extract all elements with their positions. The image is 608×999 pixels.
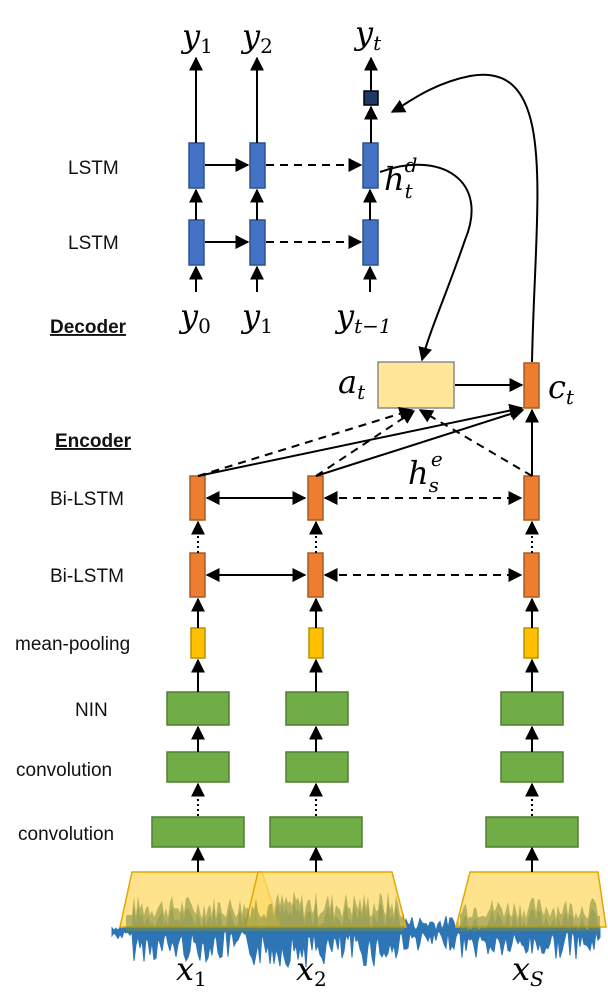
pool-block-3 [523, 627, 539, 659]
nin-block-1 [166, 691, 230, 726]
label-mean-pooling: mean-pooling [15, 634, 130, 655]
decoder-input-yt-1: yt−1 [334, 297, 392, 338]
label-bilstm-top: Bi-LSTM [50, 489, 124, 510]
bilstm-bottom-2 [307, 552, 324, 598]
label-conv-bottom: convolution [18, 824, 114, 845]
nin-block-2 [285, 691, 349, 726]
context-block [523, 362, 540, 409]
conv-bottom-block-3 [485, 816, 579, 848]
bilstm-horizontal-arrows [205, 491, 523, 582]
lstm-top-2 [249, 142, 266, 189]
label-conv-top: convolution [16, 760, 112, 781]
context-label: ct [548, 368, 575, 409]
conv-top-block-3 [500, 751, 564, 783]
conv-bottom-block-1 [151, 816, 245, 848]
lstm-bottom-2 [249, 219, 266, 266]
lstm-top-3 [362, 142, 379, 189]
label-nin: NIN [75, 700, 108, 721]
conv-bottom-block-2 [269, 816, 363, 848]
section-decoder: Decoder [50, 317, 127, 338]
encoder-vertical-arrows [191, 73, 539, 872]
encoder-input-x2: x2 [296, 950, 327, 991]
nin-block-3 [500, 691, 564, 726]
label-lstm-bottom: LSTM [68, 233, 119, 254]
decoder-input-y0: y0 [178, 297, 211, 338]
label-bilstm-bottom: Bi-LSTM [50, 566, 124, 587]
encoder-input-xs: xS [512, 950, 544, 991]
conv-top-block-1 [166, 751, 230, 783]
lstm-bottom-1 [188, 219, 205, 266]
attention-box [377, 361, 455, 409]
output-square [363, 90, 379, 106]
attention-label: at [338, 363, 366, 404]
pool-block-1 [190, 627, 206, 659]
bilstm-bottom-3 [523, 552, 540, 598]
bilstm-bottom-1 [189, 552, 206, 598]
decoder-state-label: htd [384, 153, 417, 203]
bilstm-top-3 [523, 475, 540, 521]
label-lstm-top: LSTM [68, 158, 119, 179]
bilstm-top-2 [307, 475, 324, 521]
lstm-bottom-3 [362, 219, 379, 266]
bilstm-top-1 [189, 475, 206, 521]
output-y2: y2 [240, 17, 273, 58]
lstm-top-1 [188, 142, 205, 189]
output-y1: y1 [180, 17, 213, 58]
attention-arrows [197, 163, 533, 477]
encoder-state-label: hse [408, 447, 443, 497]
output-yt: yt [353, 14, 382, 55]
decoder-input-y1: y1 [240, 297, 273, 338]
conv-top-block-2 [285, 751, 349, 783]
section-encoder: Encoder [55, 431, 132, 452]
pool-block-2 [308, 627, 324, 659]
encoder-input-x1: x1 [176, 950, 207, 991]
decoder-arrows [189, 56, 378, 292]
